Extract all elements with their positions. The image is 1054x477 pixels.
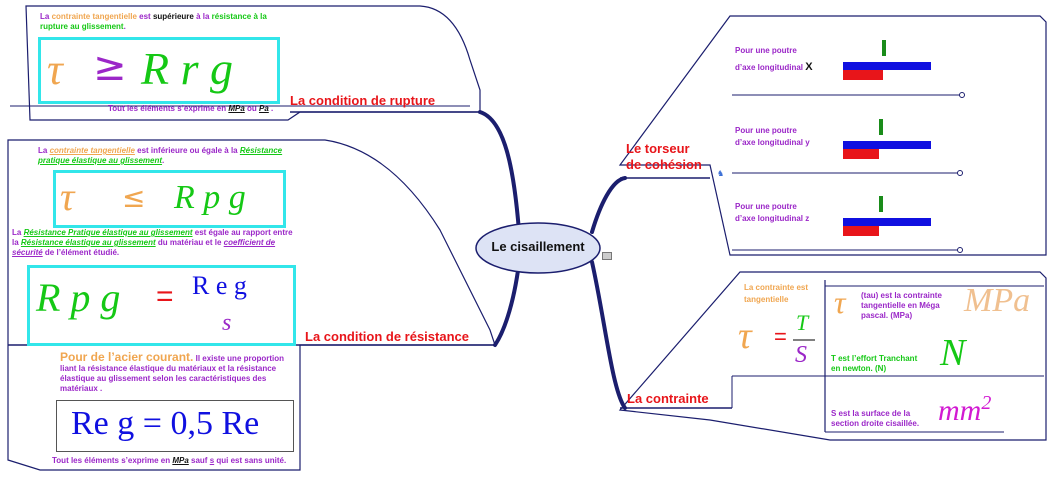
torseur-item-x: Pour une poutre d’axe longitudinal X bbox=[735, 46, 813, 73]
note-icon[interactable] bbox=[602, 252, 612, 260]
resistance-units: Tout les éléments s’exprime en MPa sauf … bbox=[52, 456, 287, 465]
contrainte-intro: La contrainte est tangentielle bbox=[744, 283, 809, 304]
reg-numerator: R e g bbox=[192, 271, 247, 300]
equals-symbol: = bbox=[774, 324, 787, 349]
tau-row-symbol: τ bbox=[834, 284, 846, 320]
center-label: Le cisaillement bbox=[491, 239, 585, 254]
tau-row-text: (tau) est la contrainte tangentielle en … bbox=[861, 291, 942, 320]
tau-symbol: τ bbox=[738, 315, 752, 357]
torseur-x-red-bar bbox=[843, 70, 883, 80]
torseur-x-blue-bar bbox=[843, 62, 931, 70]
rpg-lhs: R p g bbox=[36, 275, 121, 320]
unit-mpa: MPa bbox=[964, 282, 1031, 319]
torseur-z-red-bar bbox=[843, 226, 879, 236]
t-row-text: T est l’effort Tranchant en newton. (N) bbox=[831, 354, 918, 373]
resistance-intro: La contrainte tangentielle est inférieur… bbox=[38, 146, 283, 165]
s-row-text: S est la surface de la section droite ci… bbox=[831, 409, 920, 428]
torseur-y-blue-bar bbox=[843, 141, 931, 149]
branch-rupture[interactable]: La condition de rupture bbox=[290, 93, 436, 108]
s-denominator: S bbox=[795, 342, 807, 368]
steel-note: Pour de l’acier courant. Il existe une p… bbox=[60, 350, 285, 393]
torseur-z-green-bar bbox=[879, 196, 883, 212]
unit-n: N bbox=[940, 332, 966, 374]
link-icon[interactable]: ♞ bbox=[717, 169, 725, 178]
geq-symbol: ≥ bbox=[93, 44, 127, 90]
rupture-formula-box: τ ≥ R r g bbox=[38, 37, 280, 104]
t-numerator: T bbox=[796, 310, 809, 335]
torseur-z-blue-bar bbox=[843, 218, 931, 226]
tau-symbol: τ bbox=[60, 174, 75, 219]
center-node[interactable]: Le cisaillement bbox=[478, 239, 598, 254]
rpg-symbol: R p g bbox=[174, 179, 246, 216]
leq-symbol: ≤ bbox=[122, 181, 146, 214]
branch-contrainte[interactable]: La contrainte bbox=[627, 391, 709, 406]
torseur-x-green-bar bbox=[882, 40, 886, 56]
resistance-formula3-box: Re g = 0,5 Re bbox=[56, 400, 294, 452]
resistance-desc: La Résistance Pratique élastique au glis… bbox=[12, 228, 293, 257]
torseur-item-z: Pour une poutre d’axe longitudinal z bbox=[735, 202, 810, 223]
rupture-intro: La contrainte tangentielle est supérieur… bbox=[40, 12, 267, 31]
resistance-formula2-box: R p g = R e g s bbox=[27, 265, 296, 346]
unit-mm2: mm2 bbox=[938, 392, 992, 427]
tau-symbol: τ bbox=[47, 45, 63, 94]
resistance-formula1-box: τ ≤ R p g bbox=[53, 170, 286, 228]
rrg-symbol: R r g bbox=[141, 43, 233, 94]
equals-symbol: = bbox=[156, 280, 174, 313]
contrainte-formula: τ = T S bbox=[738, 308, 823, 376]
branch-resistance[interactable]: La condition de résistance bbox=[305, 329, 469, 344]
reg-formula: Re g = 0,5 Re bbox=[71, 405, 260, 442]
torseur-y-red-bar bbox=[843, 149, 879, 159]
torseur-y-green-bar bbox=[879, 119, 883, 135]
rupture-units: Tout les éléments s’exprime en MPa ou Pa… bbox=[108, 104, 274, 113]
torseur-item-y: Pour une poutre d’axe longitudinal y bbox=[735, 126, 810, 147]
s-denominator: s bbox=[222, 310, 232, 336]
branch-torseur[interactable]: Le torseur de cohésion bbox=[626, 141, 702, 172]
